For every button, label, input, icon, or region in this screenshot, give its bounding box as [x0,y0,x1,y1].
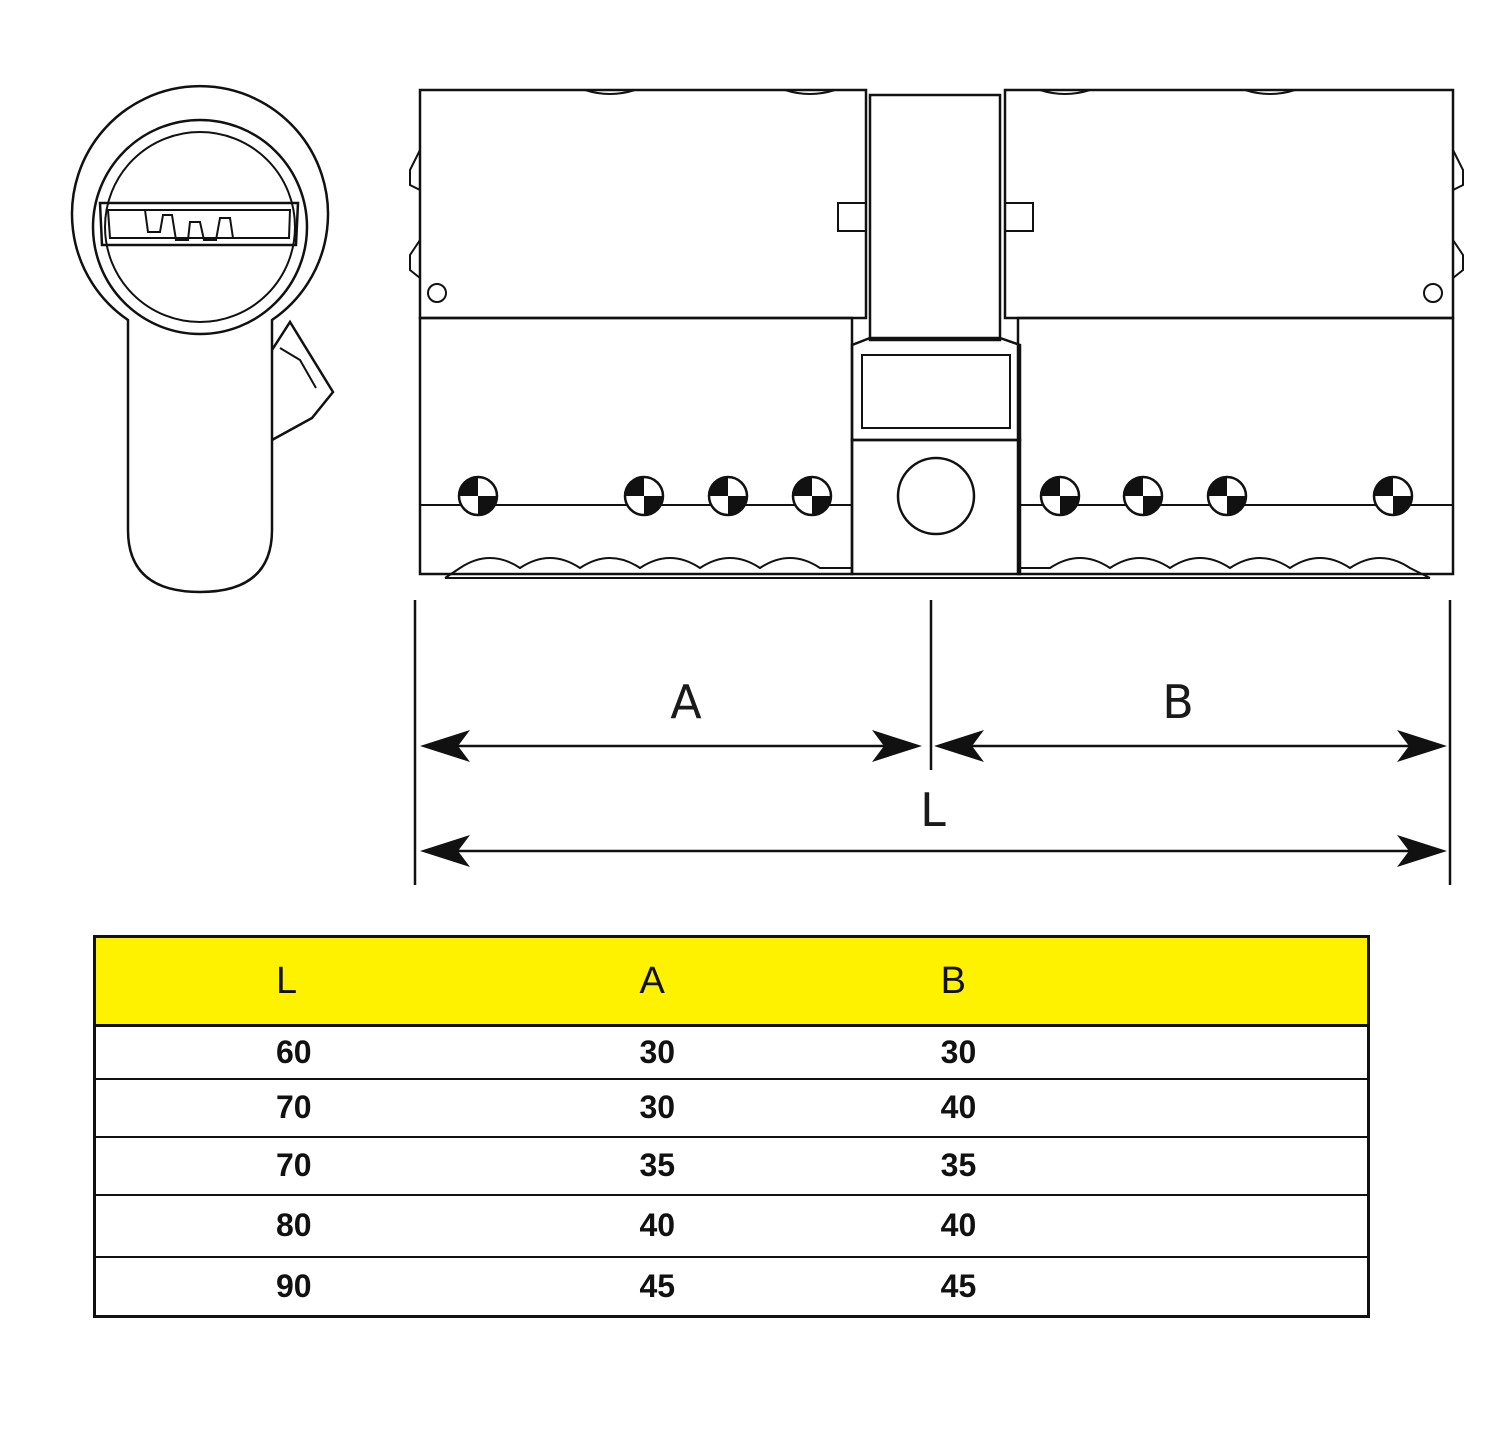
table-header-row: L A B [94,936,1369,1027]
cell-l: 80 [94,1193,490,1257]
cell-l: 70 [94,1077,490,1137]
pin-marker [1372,475,1414,517]
table-row: 70 35 35 [94,1135,1369,1195]
pin-marker [1039,475,1081,517]
cell-b: 40 [820,1077,1369,1137]
dimension-l-label: L [920,783,946,837]
cell-b: 35 [820,1135,1369,1195]
pin-marker [623,475,665,517]
cylinder-technical-drawing: A B L [70,84,1464,885]
dimension-lines [413,600,1452,885]
pin-marker [1206,475,1248,517]
table-row: 60 30 30 [94,1024,1369,1079]
cell-a: 30 [489,1077,821,1137]
pin-marker [1122,475,1164,517]
table-row: 90 45 45 [94,1255,1369,1317]
dimension-a-label: A [670,675,702,729]
cell-b: 45 [820,1255,1369,1317]
cell-l: 70 [94,1135,490,1195]
table-row: 70 30 40 [94,1077,1369,1137]
cell-a: 40 [489,1193,821,1257]
cell-a: 35 [489,1135,821,1195]
cylinder-front-view [70,84,335,594]
header-a: A [489,936,821,1027]
dimension-b-label: B [1162,675,1194,729]
pin-marker [791,475,833,517]
cell-b: 30 [820,1024,1369,1079]
cell-a: 30 [489,1024,821,1079]
header-b: B [820,936,1369,1027]
cylinder-side-view [409,88,1464,579]
cell-l: 60 [94,1024,490,1079]
cell-a: 45 [489,1255,821,1317]
pin-marker [707,475,749,517]
cell-l: 90 [94,1255,490,1317]
size-table: L A B 60 30 30 70 30 40 70 35 35 80 40 4… [93,935,1370,1318]
pin-marker [457,475,499,517]
cell-b: 40 [820,1193,1369,1257]
table-row: 80 40 40 [94,1193,1369,1257]
header-l: L [94,936,490,1027]
